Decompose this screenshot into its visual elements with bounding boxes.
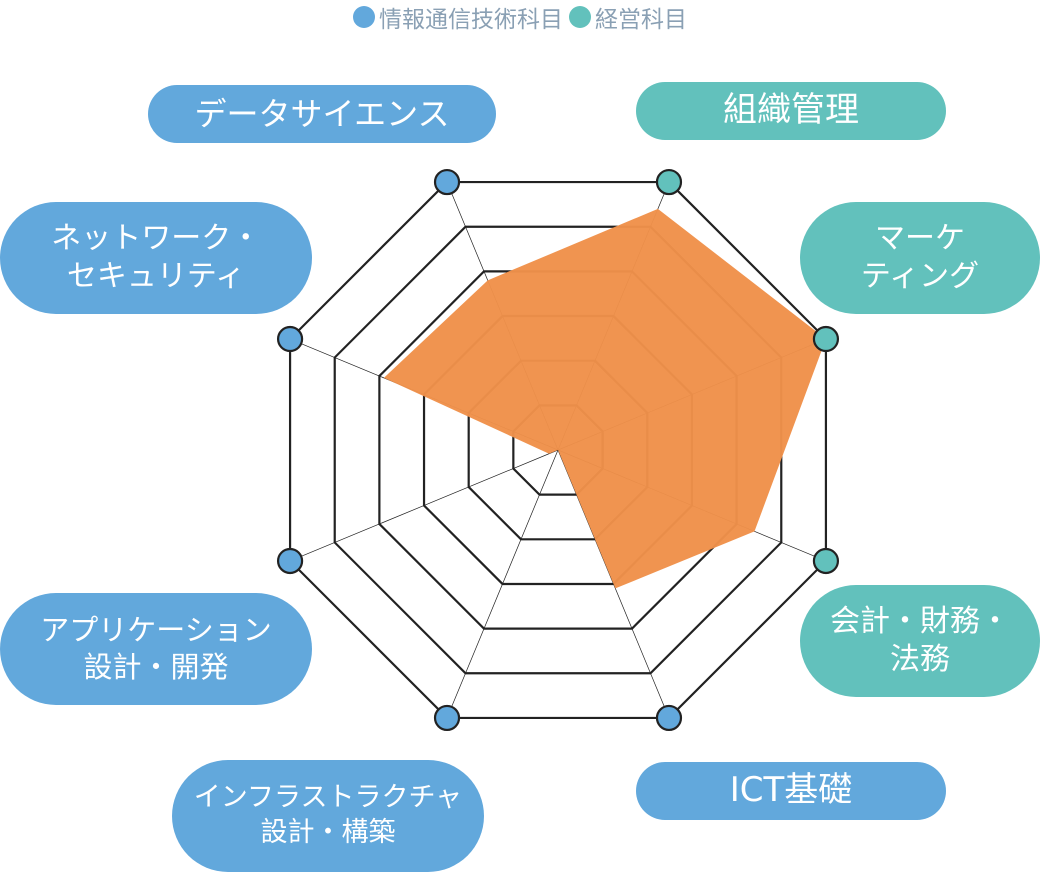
legend: 情報通信技術科目 経営科目 bbox=[0, 0, 1040, 34]
legend-label: 経営科目 bbox=[595, 7, 687, 33]
axis-label-infrastructure: インフラストラクチャ 設計・構築 bbox=[172, 760, 484, 872]
radar-vertex-dot bbox=[812, 325, 840, 353]
radar-vertex-dot bbox=[433, 168, 461, 196]
legend-dot-icon bbox=[569, 6, 591, 28]
radar-vertex-dot bbox=[276, 325, 304, 353]
radar-data-area bbox=[383, 208, 826, 589]
radar-vertex-dot bbox=[433, 704, 461, 732]
axis-label-organization-management: 組織管理 bbox=[636, 82, 946, 140]
radar-vertex-dot bbox=[276, 547, 304, 575]
axis-label-marketing: マーケ ティング bbox=[800, 202, 1040, 314]
legend-item-ict: 情報通信技術科目 bbox=[353, 0, 563, 34]
axis-label-network-security: ネットワーク・ セキュリティ bbox=[0, 202, 312, 314]
radar-vertex-dot bbox=[655, 704, 683, 732]
legend-label: 情報通信技術科目 bbox=[379, 7, 563, 33]
legend-dot-icon bbox=[353, 6, 375, 28]
axis-label-accounting-finance-law: 会計・財務・ 法務 bbox=[800, 585, 1040, 697]
axis-label-application: アプリケーション 設計・開発 bbox=[0, 593, 312, 705]
legend-item-management: 経営科目 bbox=[569, 0, 687, 34]
radar-vertex-dot bbox=[655, 168, 683, 196]
radar-vertex-dot bbox=[812, 547, 840, 575]
radar-vertex-dots bbox=[276, 168, 840, 732]
axis-label-data-science: データサイエンス bbox=[148, 85, 496, 143]
axis-label-ict-basics: ICT基礎 bbox=[636, 762, 946, 820]
